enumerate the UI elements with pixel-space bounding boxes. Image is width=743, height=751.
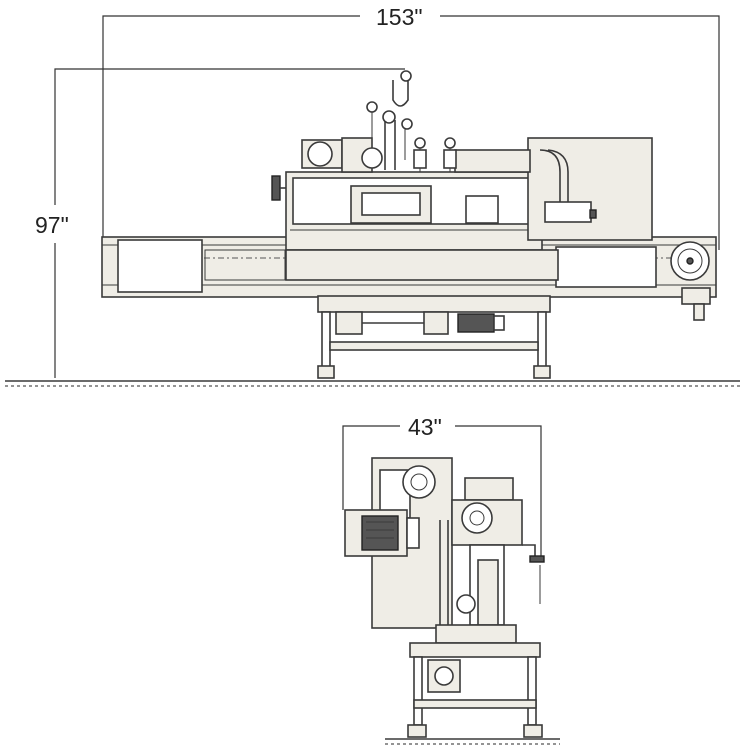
side-view bbox=[5, 15, 740, 387]
end-housing bbox=[371, 457, 545, 629]
ground-line-end bbox=[385, 738, 560, 745]
drive-motor bbox=[335, 311, 505, 335]
end-piping bbox=[435, 520, 517, 644]
length-dimension-label: 153" bbox=[372, 4, 427, 30]
pressure-gauge-icon bbox=[366, 70, 456, 149]
blower-hood bbox=[527, 137, 653, 241]
conveyor bbox=[101, 236, 717, 298]
stand-frame bbox=[317, 295, 551, 379]
width-dimension-label: 43" bbox=[404, 414, 446, 440]
heat-tunnel bbox=[271, 171, 559, 281]
height-dimension-label: 97" bbox=[31, 212, 73, 238]
width-dimension-line bbox=[342, 425, 542, 560]
steam-piping bbox=[301, 80, 531, 173]
drive-roller bbox=[670, 241, 711, 321]
length-dimension-line bbox=[102, 15, 720, 250]
ground-line bbox=[5, 380, 740, 387]
end-view bbox=[342, 425, 560, 745]
end-stand bbox=[407, 642, 543, 738]
height-dimension-line bbox=[54, 68, 405, 378]
end-motor bbox=[344, 509, 420, 557]
